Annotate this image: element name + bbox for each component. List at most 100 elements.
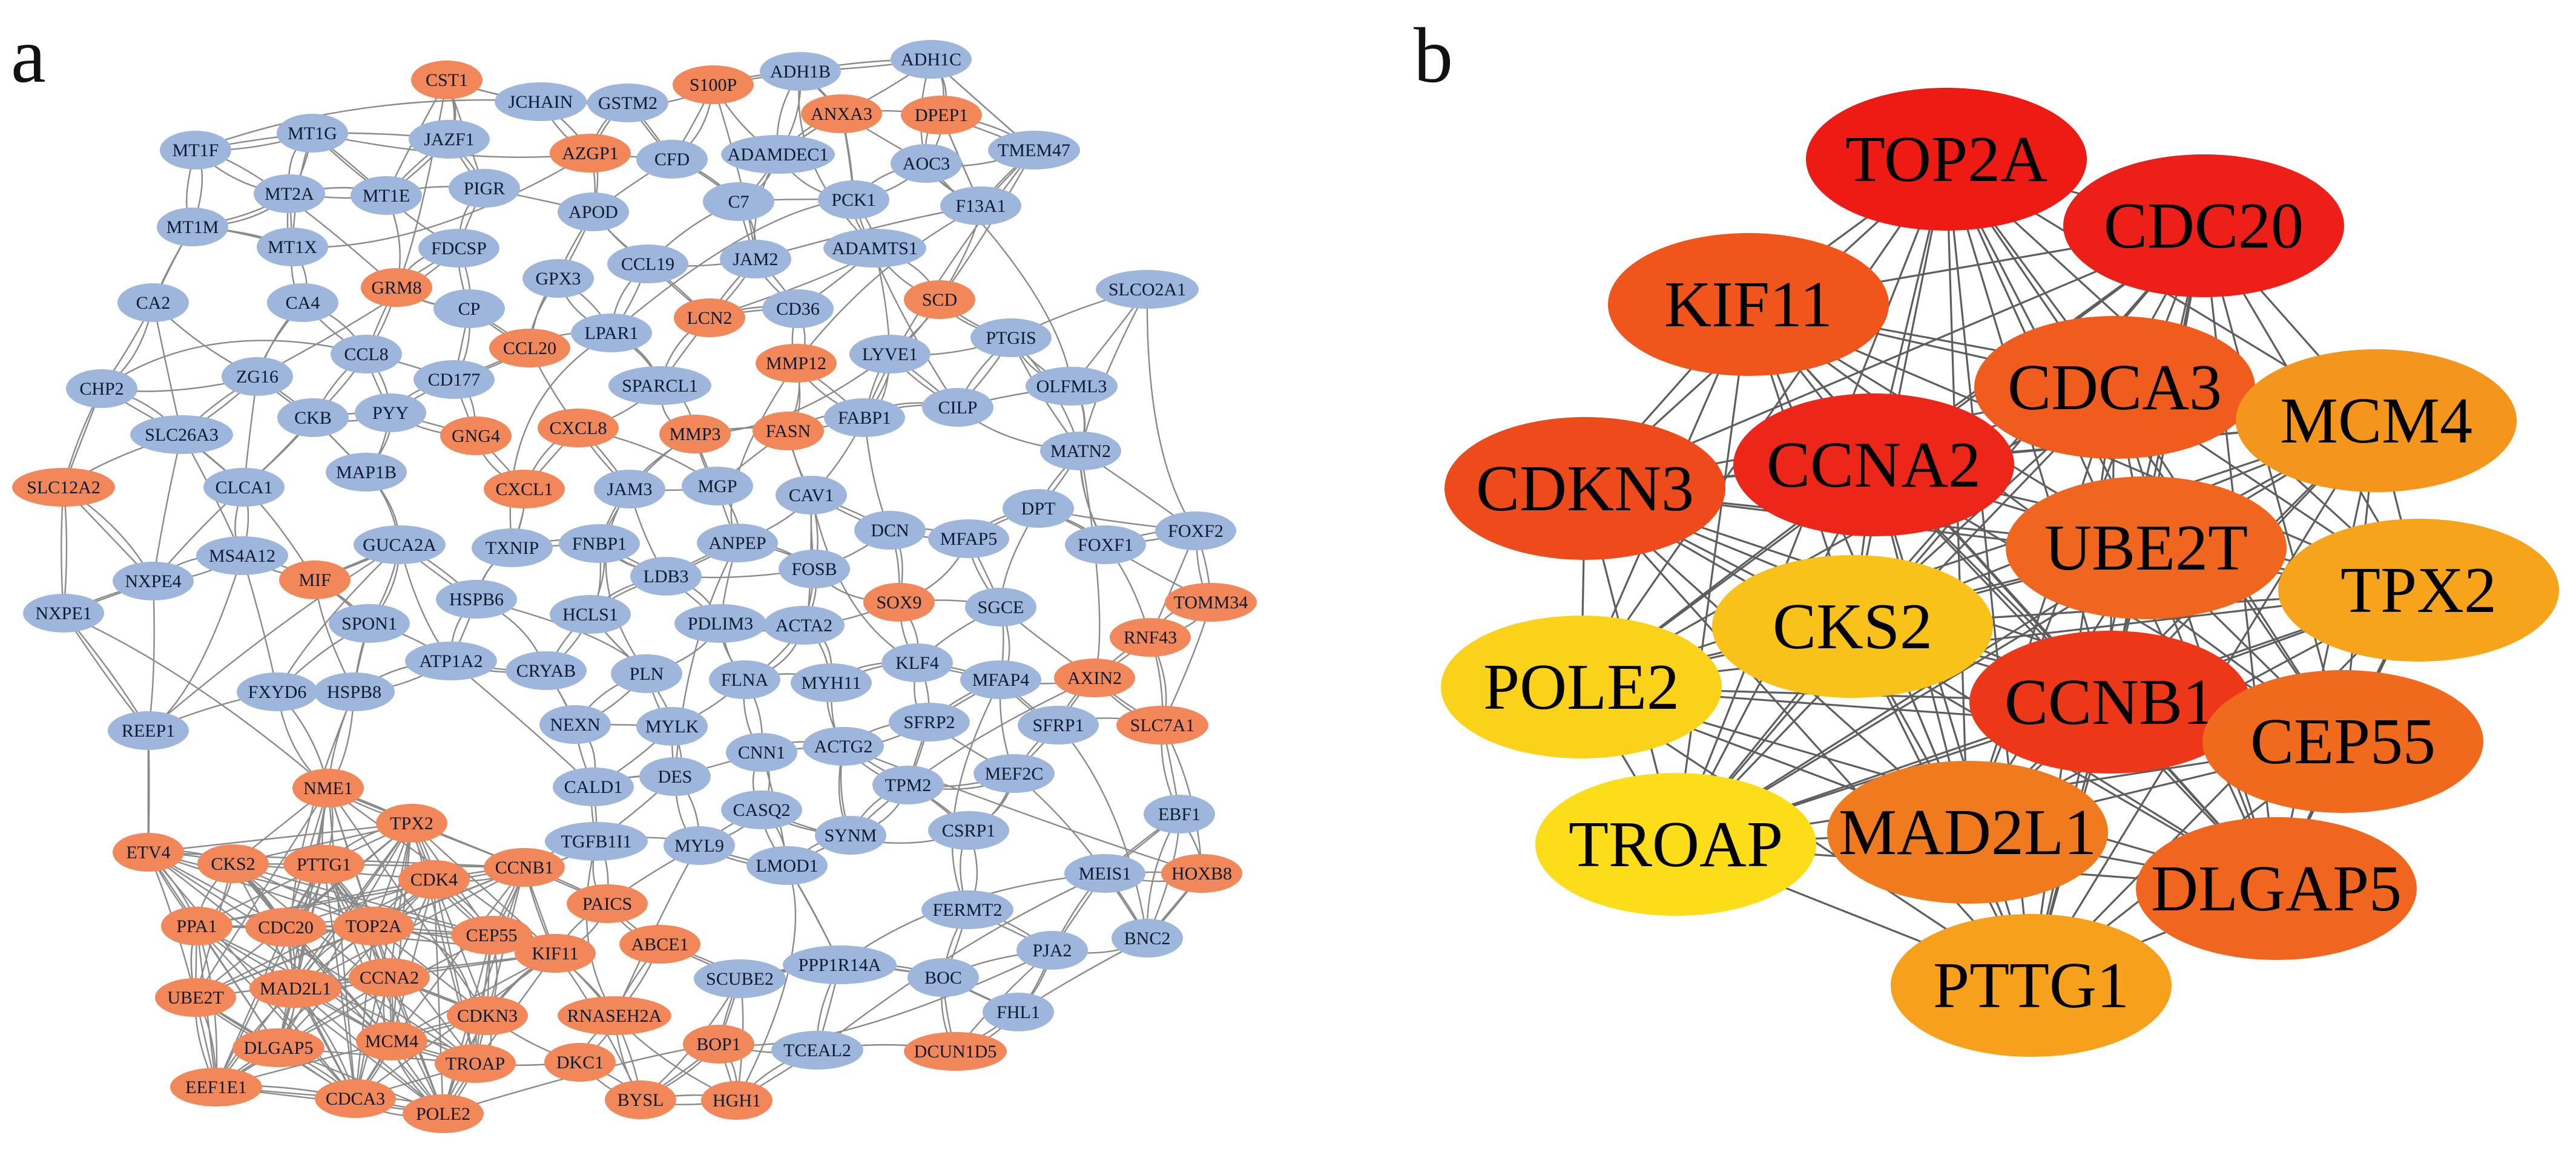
gene-node-anxa3[interactable]: ANXA3 [801,94,882,133]
gene-node-grm8[interactable]: GRM8 [361,268,432,307]
gene-node-txnip[interactable]: TXNIP [472,528,553,567]
gene-node-c7[interactable]: C7 [703,182,774,221]
gene-node-ms4a12[interactable]: MS4A12 [196,536,288,575]
gene-node-jchain[interactable]: JCHAIN [495,82,587,121]
hub-gene-node-ccna2[interactable]: CCNA2 [1733,393,2014,536]
gene-node-cdca3[interactable]: CDCA3 [315,1079,396,1118]
hub-gene-node-ccnb1[interactable]: CCNB1 [1969,631,2250,774]
gene-node-sox9[interactable]: SOX9 [863,583,935,622]
gene-node-cryab[interactable]: CRYAB [506,651,587,690]
gene-node-tpx2[interactable]: TPX2 [376,804,447,843]
hub-gene-node-cep55[interactable]: CEP55 [2202,670,2483,813]
gene-node-ccl8[interactable]: CCL8 [331,335,402,373]
gene-node-adh1c[interactable]: ADH1C [891,40,972,79]
gene-node-ckb[interactable]: CKB [277,398,349,437]
gene-node-abce1[interactable]: ABCE1 [619,925,700,964]
gene-node-cfd[interactable]: CFD [636,140,708,179]
gene-node-hcls1[interactable]: HCLS1 [550,595,631,634]
gene-node-ptgis[interactable]: PTGIS [970,318,1052,357]
gene-node-cald1[interactable]: CALD1 [553,767,634,806]
gene-node-slc12a2[interactable]: SLC12A2 [12,468,115,507]
gene-node-mt1x[interactable]: MT1X [257,228,328,266]
gene-node-sparcl1[interactable]: SPARCL1 [608,366,711,405]
gene-node-hspb6[interactable]: HSPB6 [436,580,517,619]
gene-node-scube2[interactable]: SCUBE2 [694,959,786,998]
gene-node-s100p[interactable]: S100P [673,65,754,104]
gene-node-dcn[interactable]: DCN [854,511,926,550]
gene-node-mt1e[interactable]: MT1E [351,176,422,215]
gene-node-ccnb1[interactable]: CCNB1 [484,848,565,887]
gene-node-cd177[interactable]: CD177 [413,360,495,399]
gene-node-zg16[interactable]: ZG16 [222,357,293,396]
gene-node-mad2l1[interactable]: MAD2L1 [249,969,341,1008]
gene-node-des[interactable]: DES [639,757,711,796]
gene-node-ube2t[interactable]: UBE2T [155,978,236,1017]
gene-node-adh1b[interactable]: ADH1B [760,52,841,91]
gene-node-nxpe4[interactable]: NXPE4 [113,562,194,600]
gene-node-pole2[interactable]: POLE2 [403,1094,484,1133]
gene-node-myh11[interactable]: MYH11 [791,663,872,702]
gene-node-tomm34[interactable]: TOMM34 [1165,583,1257,622]
gene-node-fosb[interactable]: FOSB [779,550,850,588]
gene-node-cks2[interactable]: CKS2 [197,844,269,883]
gene-node-pja2[interactable]: PJA2 [1016,931,1088,970]
hub-gene-node-cks2[interactable]: CKS2 [1712,555,1993,698]
gene-node-etv4[interactable]: ETV4 [113,833,184,872]
gene-node-mfap5[interactable]: MFAP5 [928,519,1009,558]
hub-gene-node-cdca3[interactable]: CDCA3 [1974,316,2255,459]
hub-gene-node-tpx2[interactable]: TPX2 [2278,519,2559,662]
gene-node-eef1e1[interactable]: EEF1E1 [170,1068,262,1106]
gene-node-nexn[interactable]: NEXN [539,705,611,744]
gene-node-ebf1[interactable]: EBF1 [1144,795,1215,833]
gene-node-mt1m[interactable]: MT1M [157,208,228,246]
gene-node-ccna2[interactable]: CCNA2 [349,958,430,997]
gene-node-tmem47[interactable]: TMEM47 [988,131,1080,169]
gene-node-jazf1[interactable]: JAZF1 [409,120,490,159]
gene-node-map1b[interactable]: MAP1B [326,453,407,491]
gene-node-mt1g[interactable]: MT1G [277,114,348,153]
gene-node-cnn1[interactable]: CNN1 [726,733,797,772]
gene-node-fxyd6[interactable]: FXYD6 [237,672,318,711]
gene-node-pttg1[interactable]: PTTG1 [283,845,364,884]
gene-node-mylk[interactable]: MYLK [636,707,708,746]
gene-node-apod[interactable]: APOD [558,192,629,231]
gene-node-adamts1[interactable]: ADAMTS1 [823,229,926,268]
gene-node-tgfb1i1[interactable]: TGFB1I1 [545,822,648,861]
gene-node-kif11[interactable]: KIF11 [515,934,596,973]
gene-node-pdlim3[interactable]: PDLIM3 [674,604,766,643]
gene-node-ppp1r14a[interactable]: PPP1R14A [783,945,897,984]
gene-node-fermt2[interactable]: FERMT2 [921,890,1013,929]
gene-node-cxcl1[interactable]: CXCL1 [484,470,565,508]
gene-node-cdc20[interactable]: CDC20 [245,908,326,947]
gene-node-actg2[interactable]: ACTG2 [803,727,884,766]
hub-gene-node-ube2t[interactable]: UBE2T [2006,476,2287,619]
gene-node-lcn2[interactable]: LCN2 [674,298,745,337]
gene-node-fnbp1[interactable]: FNBP1 [559,524,640,563]
gene-node-adamdec1[interactable]: ADAMDEC1 [721,135,835,174]
gene-node-foxf2[interactable]: FOXF2 [1155,511,1236,550]
gene-node-pigr[interactable]: PIGR [449,169,520,208]
hub-gene-node-cdkn3[interactable]: CDKN3 [1444,417,1725,560]
gene-node-bop1[interactable]: BOP1 [683,1025,754,1063]
gene-node-lmod1[interactable]: LMOD1 [746,846,828,885]
gene-node-mgp[interactable]: MGP [682,467,753,505]
gene-node-acta2[interactable]: ACTA2 [763,606,845,645]
gene-node-troap[interactable]: TROAP [435,1044,516,1083]
gene-node-ca2[interactable]: CA2 [117,283,189,322]
gene-node-pln[interactable]: PLN [611,654,682,693]
gene-node-meis1[interactable]: MEIS1 [1064,854,1145,893]
gene-node-tpm2[interactable]: TPM2 [872,766,944,804]
gene-node-tceal2[interactable]: TCEAL2 [771,1031,863,1070]
gene-node-mmp3[interactable]: MMP3 [659,415,731,453]
gene-node-mfap4[interactable]: MFAP4 [960,660,1041,699]
gene-node-cdkn3[interactable]: CDKN3 [447,996,528,1035]
gene-node-boc[interactable]: BOC [908,958,979,997]
hub-gene-node-mcm4[interactable]: MCM4 [2236,349,2517,492]
gene-node-casq2[interactable]: CASQ2 [721,790,802,829]
gene-node-aoc3[interactable]: AOC3 [891,144,962,183]
gene-node-fabp1[interactable]: FABP1 [824,398,905,437]
gene-node-jam2[interactable]: JAM2 [720,240,791,278]
gene-node-chp2[interactable]: CHP2 [66,369,137,408]
gene-node-mef2c[interactable]: MEF2C [973,754,1055,793]
gene-node-rnaseh2a[interactable]: RNASEH2A [558,996,671,1035]
